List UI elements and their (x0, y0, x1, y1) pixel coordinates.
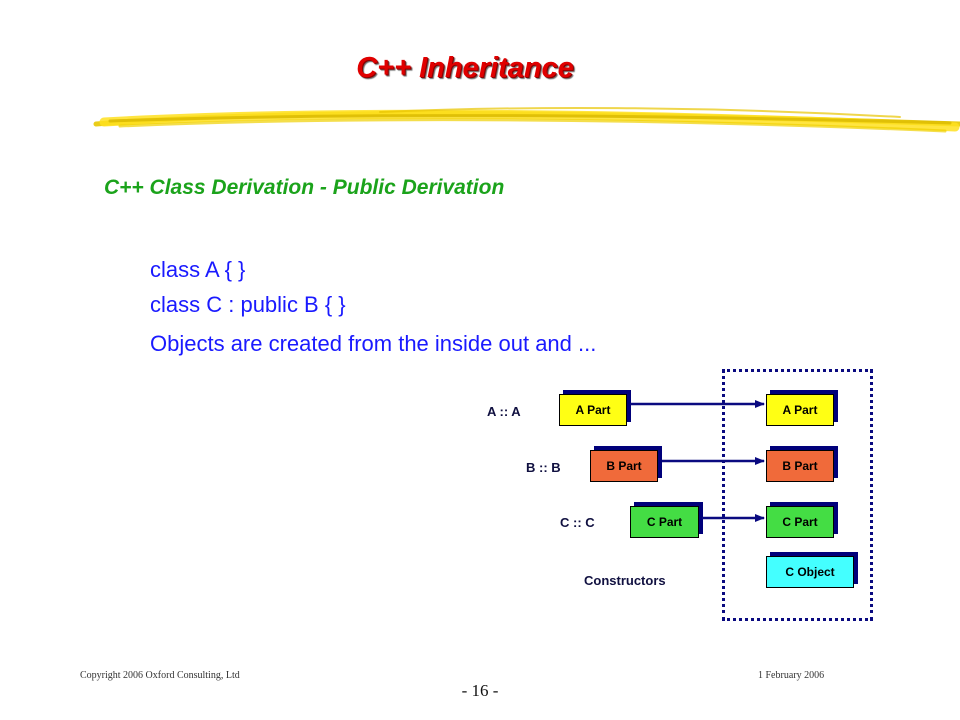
object-c-part-box: C Part (766, 506, 834, 538)
page-number: - 16 - (0, 681, 960, 701)
footer-date: 1 February 2006 (758, 670, 824, 681)
object-b-part-box: B Part (766, 450, 834, 482)
object-a-part-box: A Part (766, 394, 834, 426)
c-object-box: C Object (766, 556, 854, 588)
footer-copyright: Copyright 2006 Oxford Consulting, Ltd (80, 670, 240, 681)
constructors-caption: Constructors (584, 573, 666, 588)
